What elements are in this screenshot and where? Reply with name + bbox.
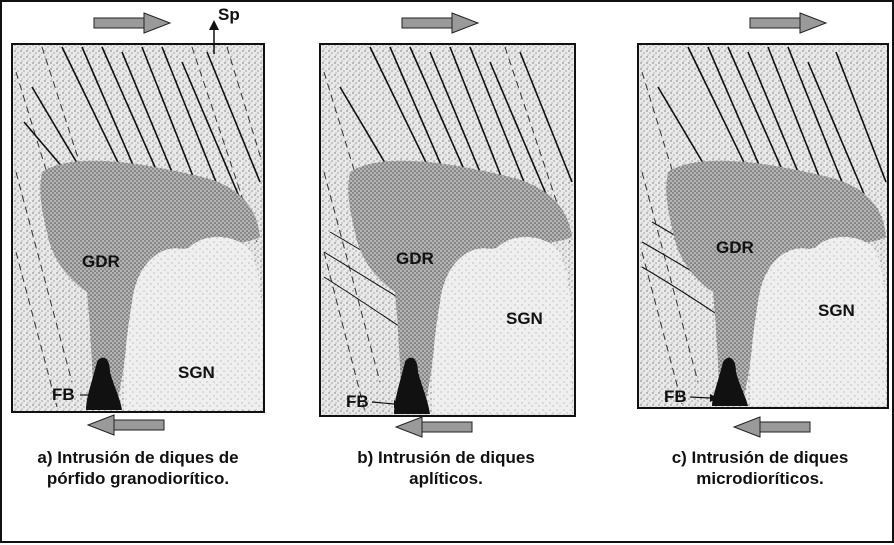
dashed-foliation <box>641 71 699 405</box>
label-fb: FB <box>52 385 75 404</box>
gdr-body <box>40 160 261 410</box>
panel-b-diagram: GDR SGN FB <box>319 12 576 438</box>
shear-arrow-top <box>401 12 480 34</box>
gdr-body <box>666 160 886 406</box>
label-gdr: GDR <box>716 238 754 257</box>
label-sgn: SGN <box>506 309 543 328</box>
fb-body <box>86 357 122 410</box>
fb-pointer <box>371 401 395 405</box>
caption-c-line2: microdioríticos. <box>696 469 824 488</box>
shear-arrow-bottom <box>732 416 811 438</box>
label-sp: Sp <box>218 5 240 24</box>
sgn-body <box>749 236 886 406</box>
caption-a-line1: a) Intrusión de diques de <box>37 448 239 467</box>
panel-c: GDR SGN FB c) Intrusión de diques microd… <box>622 2 892 545</box>
panel-a: Sp GDR SGN FB a) Intrusión de diques de … <box>2 2 272 545</box>
caption-a-line2: pórfido granodiorítico. <box>46 469 230 488</box>
sgn-body <box>123 236 262 410</box>
caption-c: c) Intrusión de diques microdioríticos. <box>632 447 888 489</box>
shear-arrow-bottom <box>86 414 165 436</box>
fb-body <box>394 357 430 414</box>
label-fb: FB <box>346 392 369 411</box>
fb-pointer-head <box>710 394 718 402</box>
sp-arrow-head <box>209 20 219 30</box>
label-sgn: SGN <box>818 301 855 320</box>
fb-body <box>712 357 748 406</box>
label-gdr: GDR <box>82 252 120 271</box>
caption-b-line2: aplíticos. <box>409 469 483 488</box>
label-sgn: SGN <box>178 363 215 382</box>
sgn-body <box>431 236 572 414</box>
fb-pointer-head <box>394 400 402 408</box>
caption-b: b) Intrusión de diques aplíticos. <box>318 447 574 489</box>
panel-a-diagram: Sp GDR SGN FB <box>11 5 265 436</box>
caption-b-line1: b) Intrusión de diques <box>357 448 535 467</box>
shear-arrow-top <box>93 12 172 34</box>
label-fb: FB <box>664 387 687 406</box>
panel-c-diagram: GDR SGN FB <box>637 12 889 438</box>
panel-b: GDR SGN FB b) Intrusión de diques aplíti… <box>310 2 580 545</box>
shear-arrow-bottom <box>394 416 473 438</box>
label-gdr: GDR <box>396 249 434 268</box>
caption-c-line1: c) Intrusión de diques <box>671 448 849 467</box>
gdr-body <box>348 160 572 414</box>
shear-arrow-top <box>749 12 828 34</box>
fb-pointer <box>689 396 711 399</box>
caption-a: a) Intrusión de diques de pórfido granod… <box>10 447 266 489</box>
